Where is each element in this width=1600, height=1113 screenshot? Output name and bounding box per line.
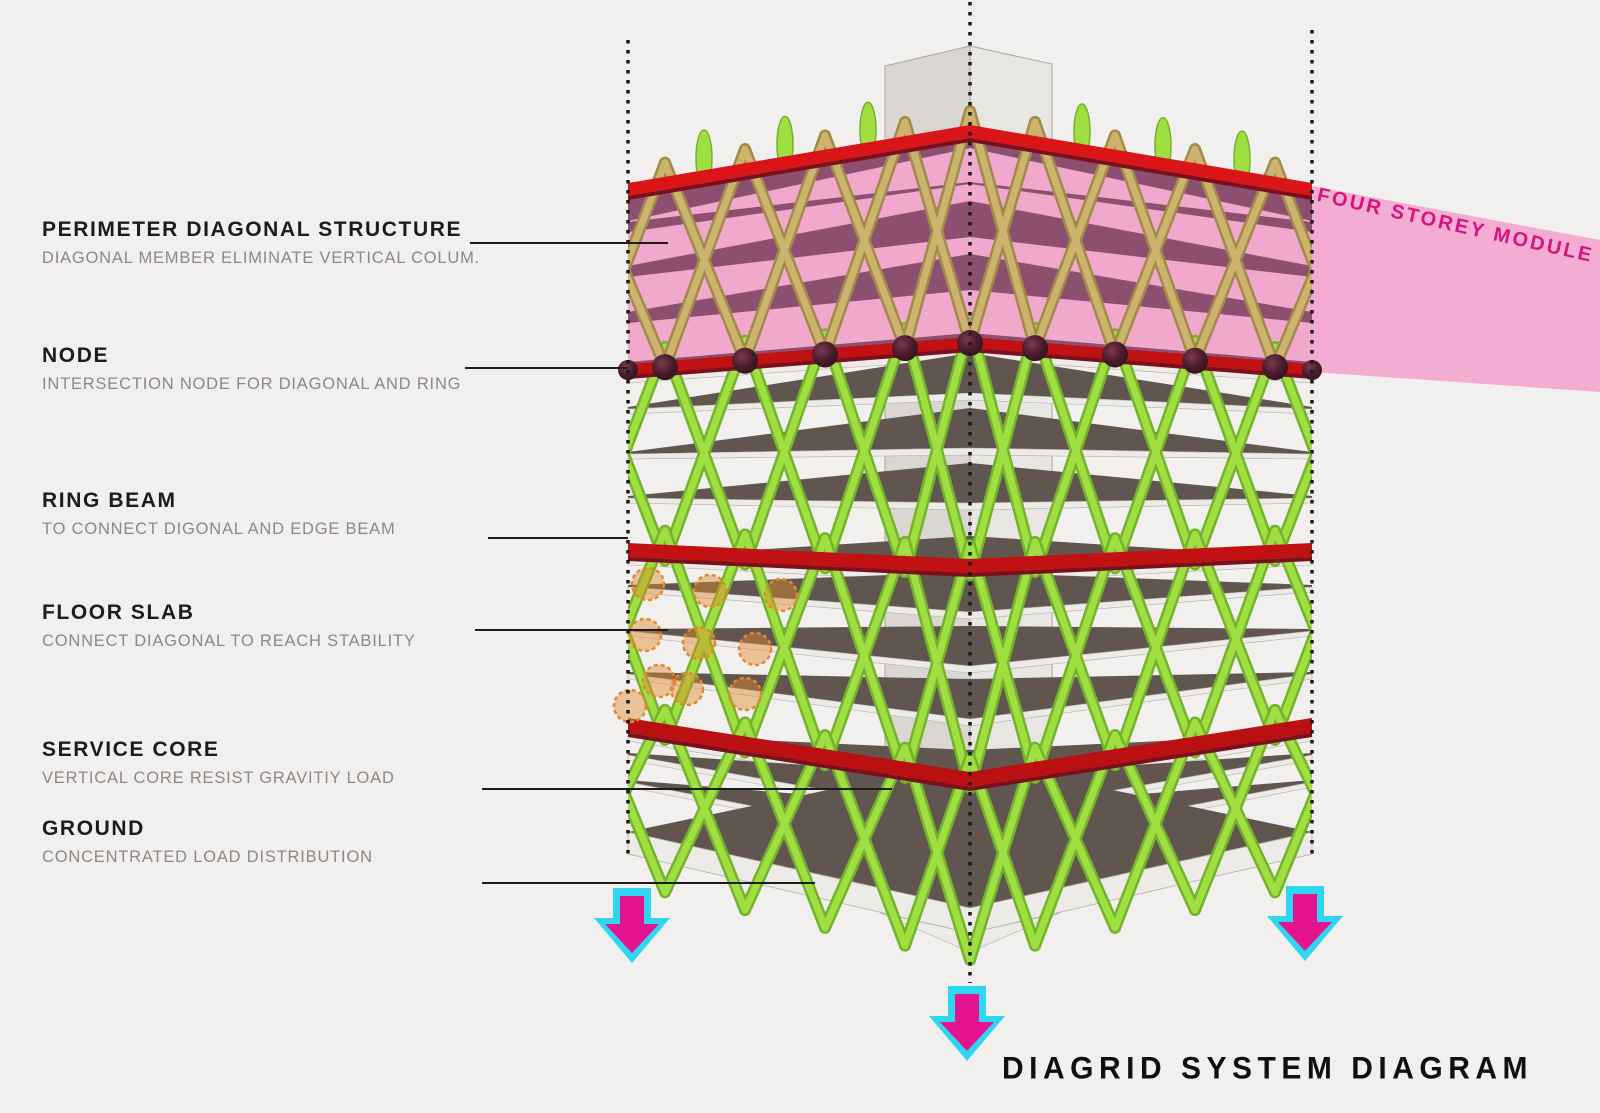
callout-subtitle: VERTICAL CORE RESIST GRAVITIY LOAD — [42, 769, 395, 787]
diagrid-diagonals — [970, 105, 1312, 966]
callout-subtitle: INTERSECTION NODE FOR DIAGONAL AND RING — [42, 375, 462, 393]
reference-dotted-lines — [626, 2, 1314, 983]
callout-title: GROUND — [42, 817, 145, 840]
floor-slab-node-highlights — [612, 566, 799, 724]
callout-subtitle: CONNECT DIAGONAL TO REACH STABILITY — [42, 632, 416, 650]
four-storey-module-banner — [1312, 186, 1600, 392]
callout-line-perimeter — [470, 242, 668, 244]
callout-title: SERVICE CORE — [42, 738, 220, 761]
callout-line-ground — [482, 882, 815, 884]
callout-subtitle: DIAGONAL MEMBER ELIMINATE VERTICAL COLUM… — [42, 249, 481, 267]
intersection-nodes — [618, 330, 1322, 381]
callout-title: FLOOR SLAB — [42, 601, 195, 624]
diagrid-diagonals — [628, 105, 970, 966]
callout-node: NODE INTERSECTION NODE FOR DIAGONAL AND … — [42, 344, 461, 394]
callout-title: NODE — [42, 344, 110, 367]
callout-service-core: SERVICE CORE VERTICAL CORE RESIST GRAVIT… — [42, 738, 395, 788]
callout-line-service-core — [482, 788, 892, 790]
callout-ground: GROUND CONCENTRATED LOAD DISTRIBUTION — [42, 817, 373, 867]
callout-line-ring-beam — [488, 537, 628, 539]
callout-ring-beam: RING BEAM TO CONNECT DIGONAL AND EDGE BE… — [42, 489, 396, 539]
callout-subtitle: TO CONNECT DIGONAL AND EDGE BEAM — [42, 520, 396, 538]
callout-line-floor-slab — [475, 629, 668, 631]
page-title: DIAGRID SYSTEM DIAGRAM — [1002, 1051, 1534, 1086]
callout-title: RING BEAM — [42, 489, 177, 512]
callout-subtitle: CONCENTRATED LOAD DISTRIBUTION — [42, 848, 373, 866]
callout-title: PERIMETER DIAGONAL STRUCTURE — [42, 218, 463, 241]
callout-line-node — [465, 367, 628, 369]
callout-floor-slab: FLOOR SLAB CONNECT DIAGONAL TO REACH STA… — [42, 601, 416, 651]
load-arrows — [594, 886, 1343, 1061]
callout-perimeter-diagonal-structure: PERIMETER DIAGONAL STRUCTURE DIAGONAL ME… — [42, 218, 480, 268]
